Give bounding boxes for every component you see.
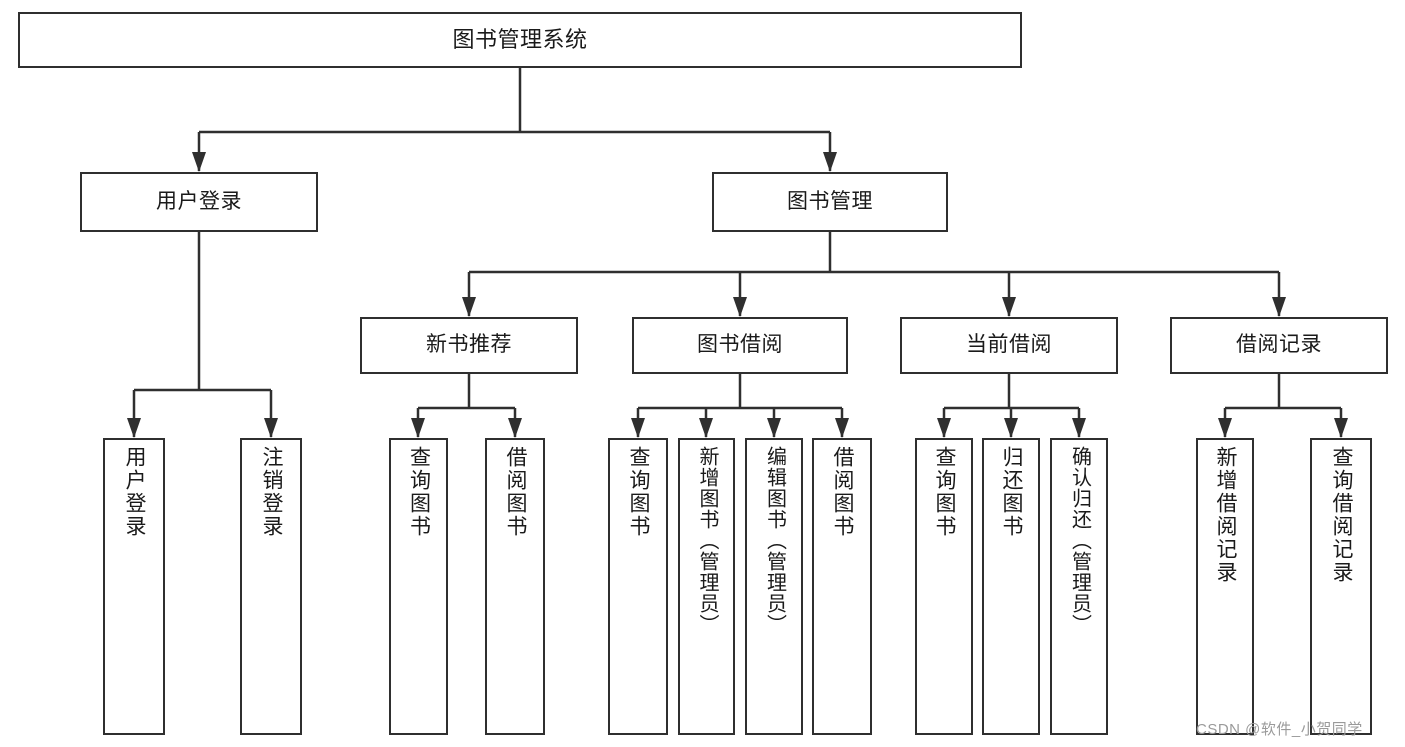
- arrow-head-icon: [823, 152, 837, 172]
- node-label: 查询图书: [407, 446, 431, 538]
- node-borrow-record[interactable]: 借阅记录: [1170, 317, 1388, 374]
- node-root[interactable]: 图书管理系统: [18, 12, 1022, 68]
- node-leaf-return-book[interactable]: 归还图书: [982, 438, 1040, 735]
- node-label: 用户登录: [123, 446, 147, 538]
- arrow-head-icon: [733, 297, 747, 317]
- node-leaf-query-book-2[interactable]: 查询图书: [608, 438, 668, 735]
- node-book-manage[interactable]: 图书管理: [712, 172, 948, 232]
- arrow-head-icon: [508, 418, 522, 438]
- node-label: 新增借阅记录: [1214, 446, 1238, 584]
- node-user-login[interactable]: 用户登录: [80, 172, 318, 232]
- node-label: 新增图书（管理员）: [696, 446, 718, 635]
- node-leaf-user-login[interactable]: 用户登录: [103, 438, 165, 735]
- node-leaf-add-book[interactable]: 新增图书（管理员）: [678, 438, 735, 735]
- arrow-head-icon: [631, 418, 645, 438]
- node-current-borrow[interactable]: 当前借阅: [900, 317, 1118, 374]
- node-book-borrow[interactable]: 图书借阅: [632, 317, 848, 374]
- node-leaf-add-record[interactable]: 新增借阅记录: [1196, 438, 1254, 735]
- node-label: 确认归还（管理员）: [1068, 446, 1091, 635]
- node-label: 归还图书: [1000, 446, 1024, 538]
- node-label: 当前借阅: [966, 333, 1052, 357]
- node-label: 借阅记录: [1236, 333, 1322, 357]
- arrow-head-icon: [1272, 297, 1286, 317]
- node-leaf-user-logout[interactable]: 注销登录: [240, 438, 302, 735]
- node-label: 图书借阅: [697, 333, 783, 357]
- arrow-head-icon: [127, 418, 141, 438]
- csdn-watermark: CSDN @软件_小贺同学: [1196, 721, 1363, 738]
- node-leaf-confirm-return[interactable]: 确认归还（管理员）: [1050, 438, 1108, 735]
- node-leaf-borrow-book-2[interactable]: 借阅图书: [812, 438, 872, 735]
- arrow-head-icon: [699, 418, 713, 438]
- node-label: 图书管理: [787, 189, 873, 213]
- node-new-book-recommend[interactable]: 新书推荐: [360, 317, 578, 374]
- node-label: 编辑图书（管理员）: [763, 446, 786, 635]
- node-leaf-query-book-3[interactable]: 查询图书: [915, 438, 973, 735]
- node-label: 图书管理系统: [452, 27, 588, 53]
- node-leaf-query-book-1[interactable]: 查询图书: [389, 438, 448, 735]
- node-label: 借阅图书: [504, 446, 528, 538]
- arrow-head-icon: [264, 418, 278, 438]
- arrow-head-icon: [835, 418, 849, 438]
- node-label: 查询图书: [627, 446, 651, 538]
- arrow-head-icon: [462, 297, 476, 317]
- arrow-head-icon: [1218, 418, 1232, 438]
- arrow-head-icon: [192, 152, 206, 172]
- node-label: 注销登录: [260, 446, 284, 538]
- arrow-head-icon: [1334, 418, 1348, 438]
- node-label: 查询借阅记录: [1330, 446, 1354, 584]
- arrow-head-icon: [937, 418, 951, 438]
- arrow-head-icon: [767, 418, 781, 438]
- arrow-head-icon: [1002, 297, 1016, 317]
- node-label: 新书推荐: [426, 333, 512, 357]
- arrow-head-icon: [411, 418, 425, 438]
- node-leaf-query-record[interactable]: 查询借阅记录: [1310, 438, 1372, 735]
- arrow-head-icon: [1072, 418, 1086, 438]
- arrow-head-icon: [1004, 418, 1018, 438]
- node-leaf-borrow-book-1[interactable]: 借阅图书: [485, 438, 545, 735]
- node-label: 用户登录: [156, 189, 242, 213]
- node-label: 借阅图书: [831, 446, 855, 538]
- node-label: 查询图书: [933, 446, 957, 538]
- node-leaf-edit-book[interactable]: 编辑图书（管理员）: [745, 438, 803, 735]
